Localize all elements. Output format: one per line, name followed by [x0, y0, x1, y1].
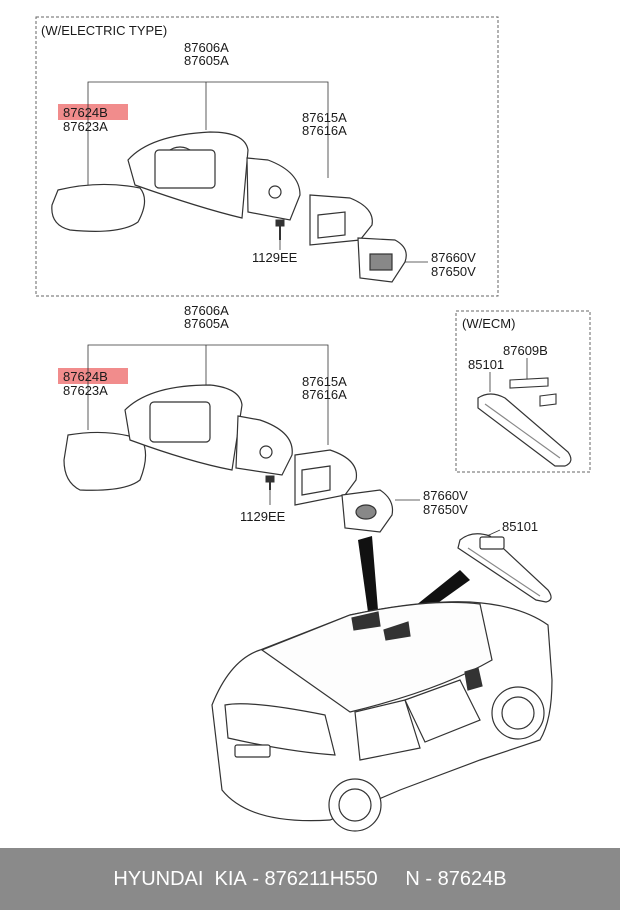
footer-brand: HYUNDAI KIA — [113, 867, 247, 890]
electric-glass-part-alt: 87623A — [63, 119, 108, 134]
electric-trim-part-a: 87660V — [431, 250, 476, 265]
electric-screw-part: 1129EE — [252, 250, 298, 265]
ecm-section-frame — [455, 310, 591, 473]
electric-cover-part-b: 87616A — [302, 123, 347, 138]
inside-rearview-mirror — [457, 533, 552, 603]
footer-ref-number: N - 87624B — [405, 867, 507, 890]
footer-spacer — [378, 868, 406, 891]
manual-glass-highlight — [58, 368, 128, 384]
pointer-to-outside-mirror — [358, 536, 378, 612]
electric-mirror-glass — [51, 183, 146, 232]
manual-mirror-trim — [341, 489, 394, 533]
manual-mirror-bracket — [235, 415, 293, 476]
part-footer: HYUNDAI KIA - 876211H550 N - 87624B — [0, 848, 620, 910]
manual-screw-part: 1129EE — [240, 509, 286, 524]
electric-screw-icon — [275, 219, 285, 240]
manual-cover-part-b: 87616A — [302, 387, 347, 402]
ecm-mirror-part: 85101 — [468, 357, 504, 372]
electric-section-label: (W/ELECTRIC TYPE) — [41, 23, 167, 38]
electric-cover-part-a: 87615A — [302, 110, 347, 125]
electric-mirror-cover — [309, 194, 373, 246]
ecm-section-label: (W/ECM) — [462, 316, 515, 331]
footer-part-number: - 876211H550 — [246, 867, 378, 890]
manual-glass-part-highlighted: 87624B — [63, 369, 108, 384]
manual-trim-part-a: 87660V — [423, 488, 468, 503]
ecm-bracket-part: 87609B — [503, 343, 548, 358]
manual-leader-lines — [87, 344, 420, 505]
electric-mirror-bracket — [246, 157, 301, 221]
electric-section-frame — [35, 16, 499, 297]
electric-housing-part-b: 87605A — [184, 53, 229, 68]
electric-glass-part-highlighted: 87624B — [63, 105, 108, 120]
manual-mirror-cover — [294, 449, 358, 506]
manual-trim-part-b: 87650V — [423, 502, 468, 517]
manual-cover-part-a: 87615A — [302, 374, 347, 389]
manual-housing-part-a: 87606A — [184, 303, 229, 318]
ecm-leader-lines — [489, 358, 528, 392]
car-illustration — [211, 601, 553, 832]
manual-mirror-glass — [63, 431, 147, 491]
inside-mirror-part: 85101 — [502, 519, 538, 534]
electric-glass-highlight — [58, 104, 128, 120]
ecm-bracket — [509, 377, 557, 407]
electric-mirror-housing — [127, 131, 249, 219]
manual-screw-icon — [265, 475, 275, 490]
manual-mirror-housing — [124, 384, 243, 471]
electric-housing-part-a: 87606A — [184, 40, 229, 55]
electric-trim-part-b: 87650V — [431, 264, 476, 279]
ecm-inside-mirror — [477, 393, 572, 467]
manual-housing-part-b: 87605A — [184, 316, 229, 331]
parts-diagram: (W/ELECTRIC TYPE) 87606A 87605A 87624B 8… — [35, 16, 591, 832]
electric-mirror-trim — [357, 237, 407, 283]
manual-glass-part-alt: 87623A — [63, 383, 108, 398]
